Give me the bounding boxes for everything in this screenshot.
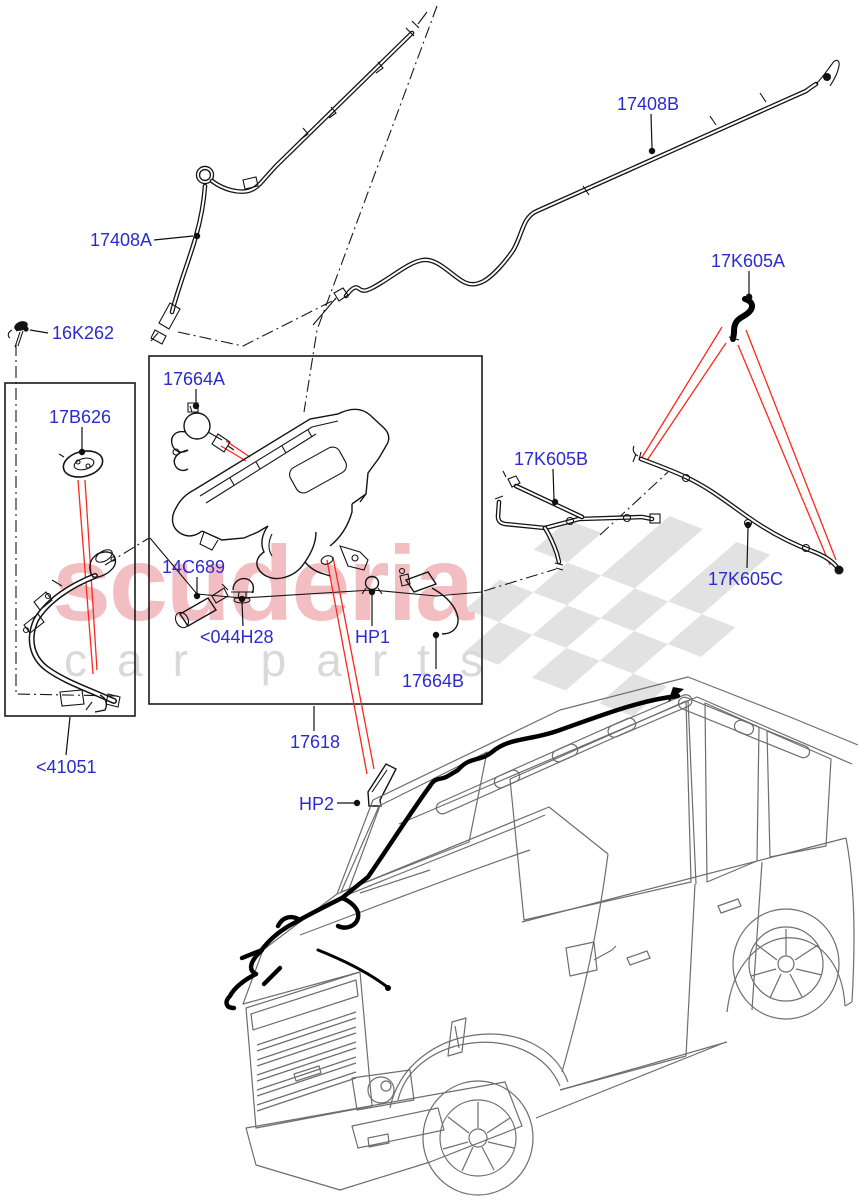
- watermark-tagline: car parts: [64, 634, 513, 686]
- hose-17k605b-drawing: [494, 470, 661, 571]
- part-label-17408a[interactable]: 17408A: [90, 230, 152, 250]
- part-label-17664a[interactable]: 17664A: [163, 369, 225, 389]
- part-label-17b626[interactable]: 17B626: [49, 407, 111, 427]
- sensor-17664b-drawing: [398, 567, 459, 635]
- part-label-17k605b[interactable]: 17K605B: [514, 449, 588, 469]
- pump-17664a-drawing: [170, 402, 235, 472]
- hose-17k605c-drawing: [632, 445, 844, 575]
- clip-hp1-drawing: [361, 575, 383, 595]
- part-label-044h28[interactable]: <044H28: [200, 627, 274, 647]
- watermark-brand: scuderia: [52, 525, 475, 643]
- vehicle-drawing: [242, 676, 858, 1196]
- bolt-16k262-drawing: [7, 321, 28, 348]
- part-label-hp2[interactable]: HP2: [299, 794, 334, 814]
- red-pointer-lines: [77, 326, 837, 775]
- part-label-16k262[interactable]: 16K262: [52, 323, 114, 343]
- leader-lines: [23, 113, 753, 807]
- vehicle-washer-hose-drawing: [224, 687, 684, 1011]
- part-label-14c689[interactable]: 14C689: [162, 557, 225, 577]
- part-label-41051[interactable]: <41051: [36, 757, 97, 777]
- part-label-17618[interactable]: 17618: [290, 732, 340, 752]
- part-label-hp1[interactable]: HP1: [355, 627, 390, 647]
- checker-flag-watermark: [464, 516, 771, 717]
- clip-hp2-drawing: [367, 763, 397, 807]
- part-label-17k605c[interactable]: 17K605C: [708, 569, 783, 589]
- reservoir-17618-drawing: [171, 408, 390, 580]
- jet-17k605a-drawing: [728, 296, 756, 342]
- part-labels: 17408A 17408B 17K605A 16K262 17664A 17B6…: [36, 94, 785, 814]
- hose-17408a-drawing: [150, 11, 428, 345]
- hose-41051-drawing: [22, 549, 121, 713]
- left-parts-box: [4, 382, 136, 717]
- pump-14c689-drawing: [174, 583, 229, 629]
- reservoir-parts-box: [148, 355, 483, 705]
- part-label-17664b[interactable]: 17664B: [402, 671, 464, 691]
- part-label-17k605a[interactable]: 17K605A: [711, 251, 785, 271]
- hose-17408b-drawing: [333, 59, 840, 302]
- part-label-17408b[interactable]: 17408B: [617, 94, 679, 114]
